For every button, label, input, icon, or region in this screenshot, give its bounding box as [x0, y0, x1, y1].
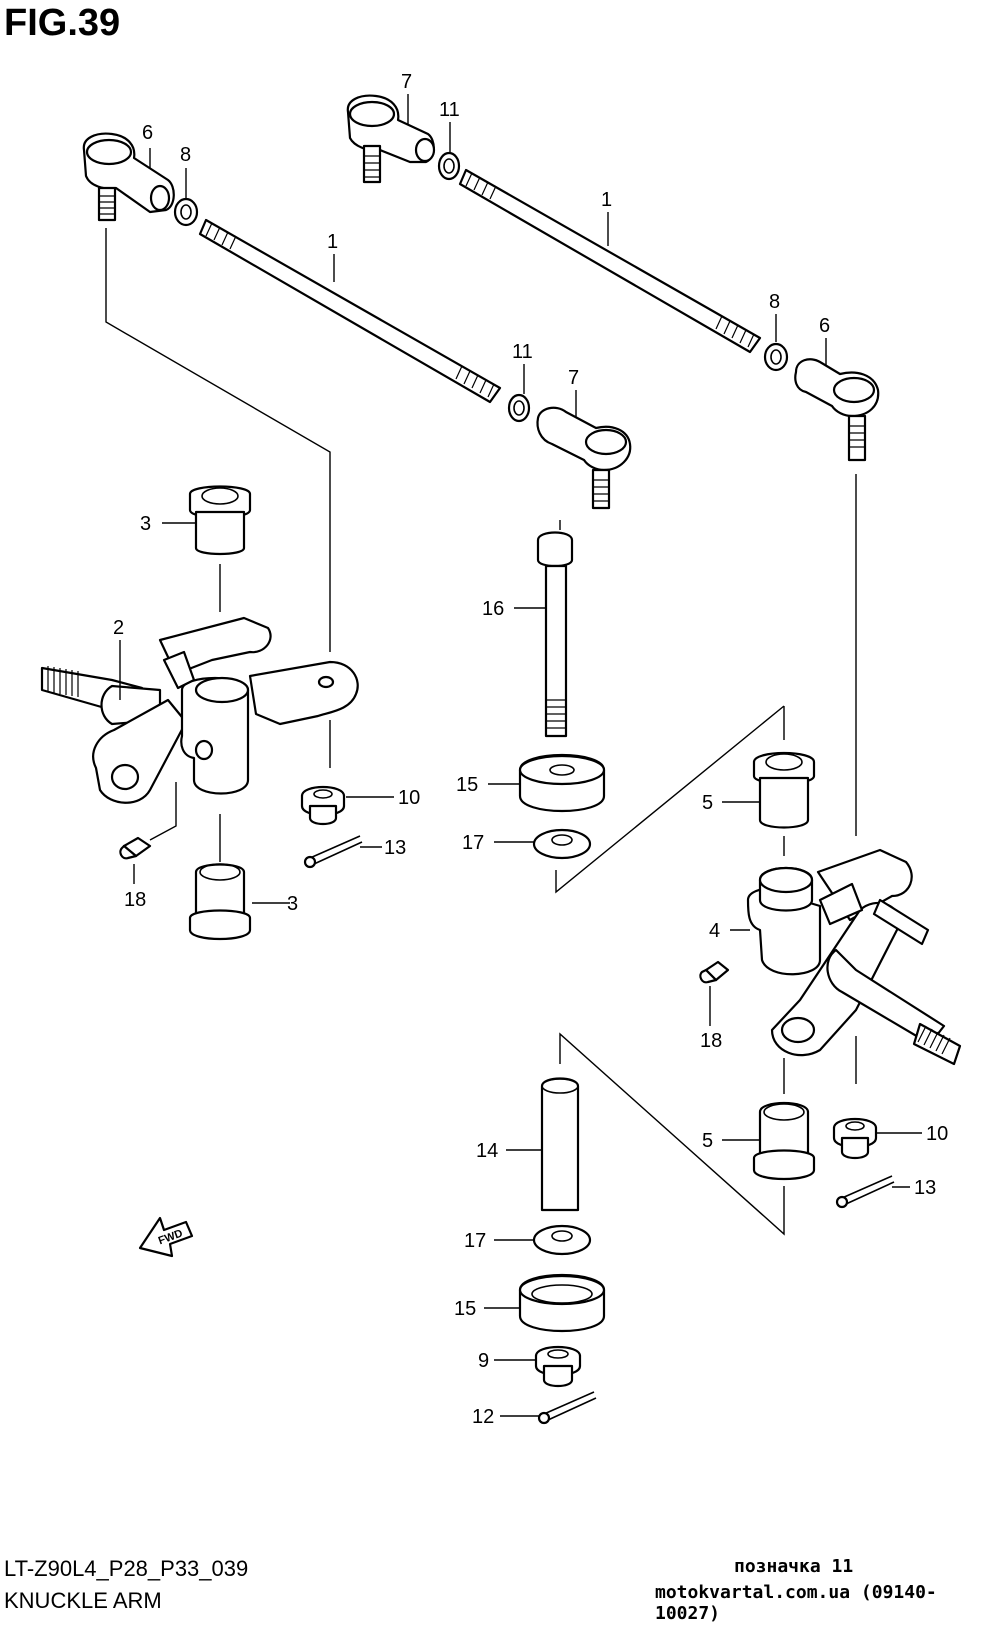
- tie-rod-1-right: [458, 168, 762, 354]
- callout-11-left: 11: [512, 341, 533, 363]
- spacer-15-lower: [518, 1273, 606, 1333]
- watermark-line-1: позначка 11: [734, 1556, 854, 1577]
- callout-3-lower: 3: [287, 893, 298, 915]
- callout-10-left: 10: [398, 787, 420, 809]
- grease-nipple-18-left: [119, 836, 152, 860]
- tie-rod-end-6-right: [794, 358, 880, 462]
- nut-8-left: [173, 197, 199, 227]
- callout-15-lower: 15: [454, 1298, 476, 1320]
- callout-15-upper: 15: [456, 774, 478, 796]
- callout-5-lower: 5: [702, 1130, 713, 1152]
- callout-5-upper: 5: [702, 792, 713, 814]
- nut-9: [534, 1346, 582, 1388]
- knuckle-arm-2: [40, 616, 359, 804]
- callout-10-right: 10: [926, 1123, 948, 1145]
- callout-9: 9: [478, 1350, 489, 1372]
- figure-name: KNUCKLE ARM: [4, 1588, 162, 1613]
- tie-rod-end-7-left: [536, 406, 632, 510]
- callout-6-left: 6: [142, 122, 153, 144]
- callout-labels: 6 8 1 11 7 7 11 1 8 6 3 2 3 10 13 18 16 …: [113, 71, 948, 1428]
- callout-2: 2: [113, 617, 124, 639]
- nut-8-right: [763, 342, 789, 372]
- cotter-pin-13-right: [835, 1175, 895, 1209]
- bushing-3-lower: [188, 863, 252, 941]
- spacer-15-upper: [518, 753, 606, 813]
- callout-17-lower: 17: [464, 1230, 486, 1252]
- leader-lines: [119, 94, 922, 1417]
- nut-10-left: [300, 786, 346, 826]
- washer-17-lower: [532, 1224, 592, 1256]
- callout-8-left: 8: [180, 144, 191, 166]
- assembly-guide-lines: [105, 228, 857, 1236]
- callout-1-right: 1: [601, 189, 612, 211]
- callout-11-right: 11: [439, 99, 460, 121]
- tie-rod-end-7-right: [346, 94, 436, 184]
- callout-13-right: 13: [914, 1177, 936, 1199]
- callout-8-right: 8: [769, 291, 780, 313]
- callout-16: 16: [482, 598, 504, 620]
- bolt-16: [536, 531, 574, 738]
- cotter-pin-12: [537, 1391, 597, 1425]
- bushing-5-lower: [752, 1102, 816, 1181]
- bushing-3-upper: [188, 485, 252, 556]
- figure-title: FIG.39: [4, 2, 121, 44]
- tie-rod-1-left: [198, 218, 502, 404]
- callout-13-left: 13: [384, 837, 406, 859]
- washer-17-upper: [532, 828, 592, 860]
- knuckle-arm-4: [746, 848, 962, 1066]
- cotter-pin-13-left: [303, 835, 363, 869]
- callout-7-left: 7: [568, 367, 579, 389]
- forward-arrow-icon: FWD: [138, 1216, 194, 1258]
- callout-18-left: 18: [124, 889, 146, 911]
- callout-14: 14: [476, 1140, 498, 1162]
- callout-12: 12: [472, 1406, 494, 1428]
- callout-18-right: 18: [700, 1030, 722, 1052]
- callout-1-left: 1: [327, 231, 338, 253]
- nut-11-right: [437, 151, 461, 181]
- callout-17-upper: 17: [462, 832, 484, 854]
- callout-4: 4: [709, 920, 720, 942]
- nut-10-right: [832, 1118, 878, 1160]
- grease-nipple-18-right: [699, 960, 730, 984]
- nut-11-left: [507, 393, 531, 423]
- pin-14: [540, 1077, 580, 1212]
- callout-3-upper: 3: [140, 513, 151, 535]
- tie-rod-end-6-left: [82, 132, 175, 222]
- figure-code: LT-Z90L4_P28_P33_039: [4, 1556, 249, 1581]
- bushing-5-upper: [752, 751, 816, 829]
- watermark-line-2: motokvartal.com.ua (09140-10027): [655, 1582, 937, 1624]
- callout-7-right: 7: [401, 71, 412, 93]
- callout-6-right: 6: [819, 315, 830, 337]
